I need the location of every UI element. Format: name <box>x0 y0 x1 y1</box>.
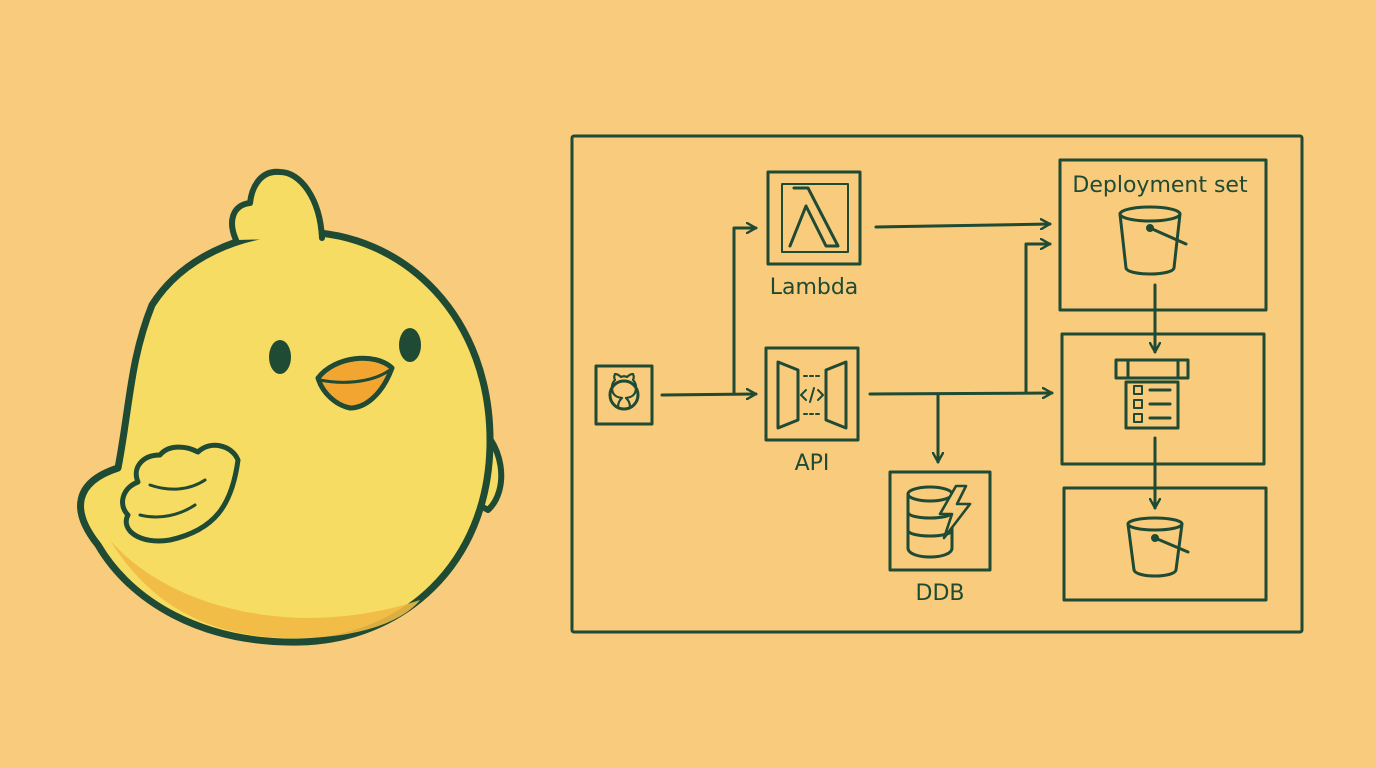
deployment-box-2 <box>1060 332 1266 466</box>
lambda-icon <box>781 183 849 253</box>
dynamodb-icon <box>906 484 972 559</box>
github-node <box>594 364 654 426</box>
deployment-box-3 <box>1062 486 1268 602</box>
edge-api-deploy1 <box>1024 244 1052 395</box>
ddb-label: DDB <box>916 581 965 606</box>
lambda-node <box>766 170 862 266</box>
edge-github-lambda <box>732 228 758 396</box>
deployment-box-1 <box>1058 158 1268 312</box>
bucket-icon <box>1126 516 1190 578</box>
chick-body <box>77 228 494 646</box>
api-gateway-icon <box>776 360 848 430</box>
api-label: API <box>795 451 830 476</box>
bucket-icon <box>1118 205 1188 276</box>
api-node <box>764 346 860 442</box>
edge-api-deploy2 <box>868 393 1054 394</box>
lambda-label: Lambda <box>770 275 859 300</box>
chick-tuft <box>229 168 325 243</box>
github-icon <box>608 372 640 411</box>
edge-lambda-deploy1 <box>874 224 1052 227</box>
deployment-set-title: Deployment set <box>1072 173 1248 198</box>
server-table-icon <box>1114 358 1190 430</box>
diagram-frame <box>570 134 1304 634</box>
ddb-node <box>888 470 992 572</box>
chick-right-eye <box>399 328 421 362</box>
edge-github-api <box>660 394 758 395</box>
chick-icon <box>77 168 505 646</box>
architecture-diagram <box>570 134 1304 634</box>
chick-left-eye <box>269 340 291 374</box>
